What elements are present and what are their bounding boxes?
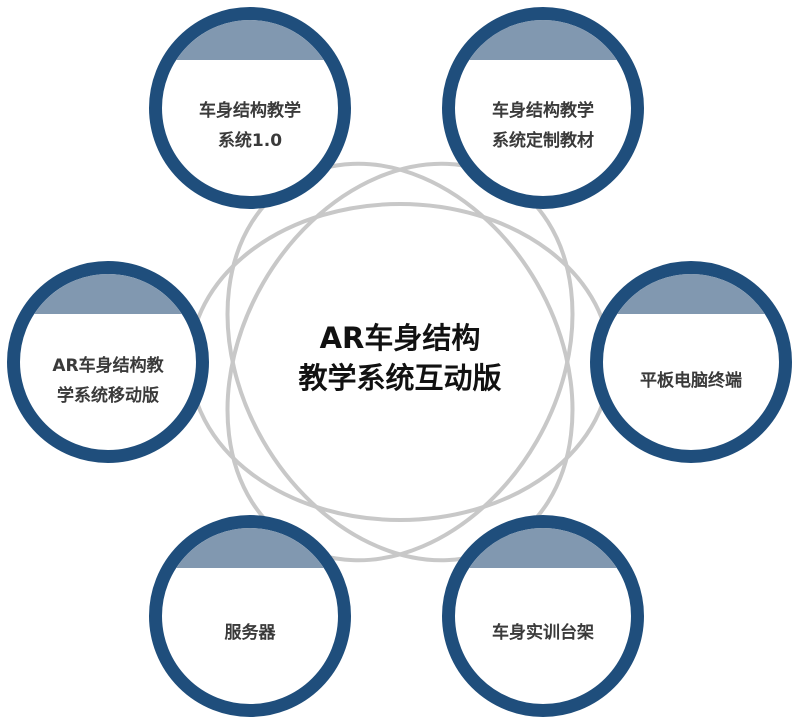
node-label-line1: AR车身结构教 [52,356,164,376]
node-label-line2: 学系统移动版 [57,386,159,406]
node-circle-top-right [442,7,644,209]
node-ring [590,261,792,463]
node-ring [442,7,644,209]
node-circle-mid-left [7,261,209,463]
node-cap [176,528,324,568]
node-circle-bottom-right [442,515,644,717]
node-circle-mid-right [590,261,792,463]
center-title: AR车身结构 教学系统互动版 [250,318,550,398]
node-ring [442,515,644,717]
node-label-line1: 平板电脑终端 [640,371,742,391]
node-cap [176,19,324,60]
node-label-bottom-left: 服务器 [170,618,330,648]
node-label-line2: 系统定制教材 [492,131,594,151]
node-circles [7,7,792,717]
node-label-mid-right: 平板电脑终端 [611,366,771,396]
node-ring [7,261,209,463]
node-cap [469,20,617,60]
node-label-top-left: 车身结构教学 系统1.0 [170,96,330,156]
node-label-mid-left: AR车身结构教 学系统移动版 [28,351,188,411]
node-label-line1: 服务器 [224,623,276,643]
node-label-line1: 车身结构教学 [199,101,301,121]
node-label-top-right: 车身结构教学 系统定制教材 [463,96,623,156]
node-cap [469,528,617,568]
node-label-line1: 车身实训台架 [492,623,594,643]
node-label-line2: 系统1.0 [217,131,283,151]
node-label-bottom-right: 车身实训台架 [463,618,623,648]
node-ring [149,515,351,717]
node-circle-top-left [149,7,351,209]
center-title-line2: 教学系统互动版 [298,361,502,395]
node-label-line1: 车身结构教学 [492,101,594,121]
node-cap [617,274,765,314]
node-circle-bottom-left [149,515,351,717]
node-cap [34,274,182,314]
center-title-line1: AR车身结构 [319,321,481,355]
node-ring [149,7,351,209]
